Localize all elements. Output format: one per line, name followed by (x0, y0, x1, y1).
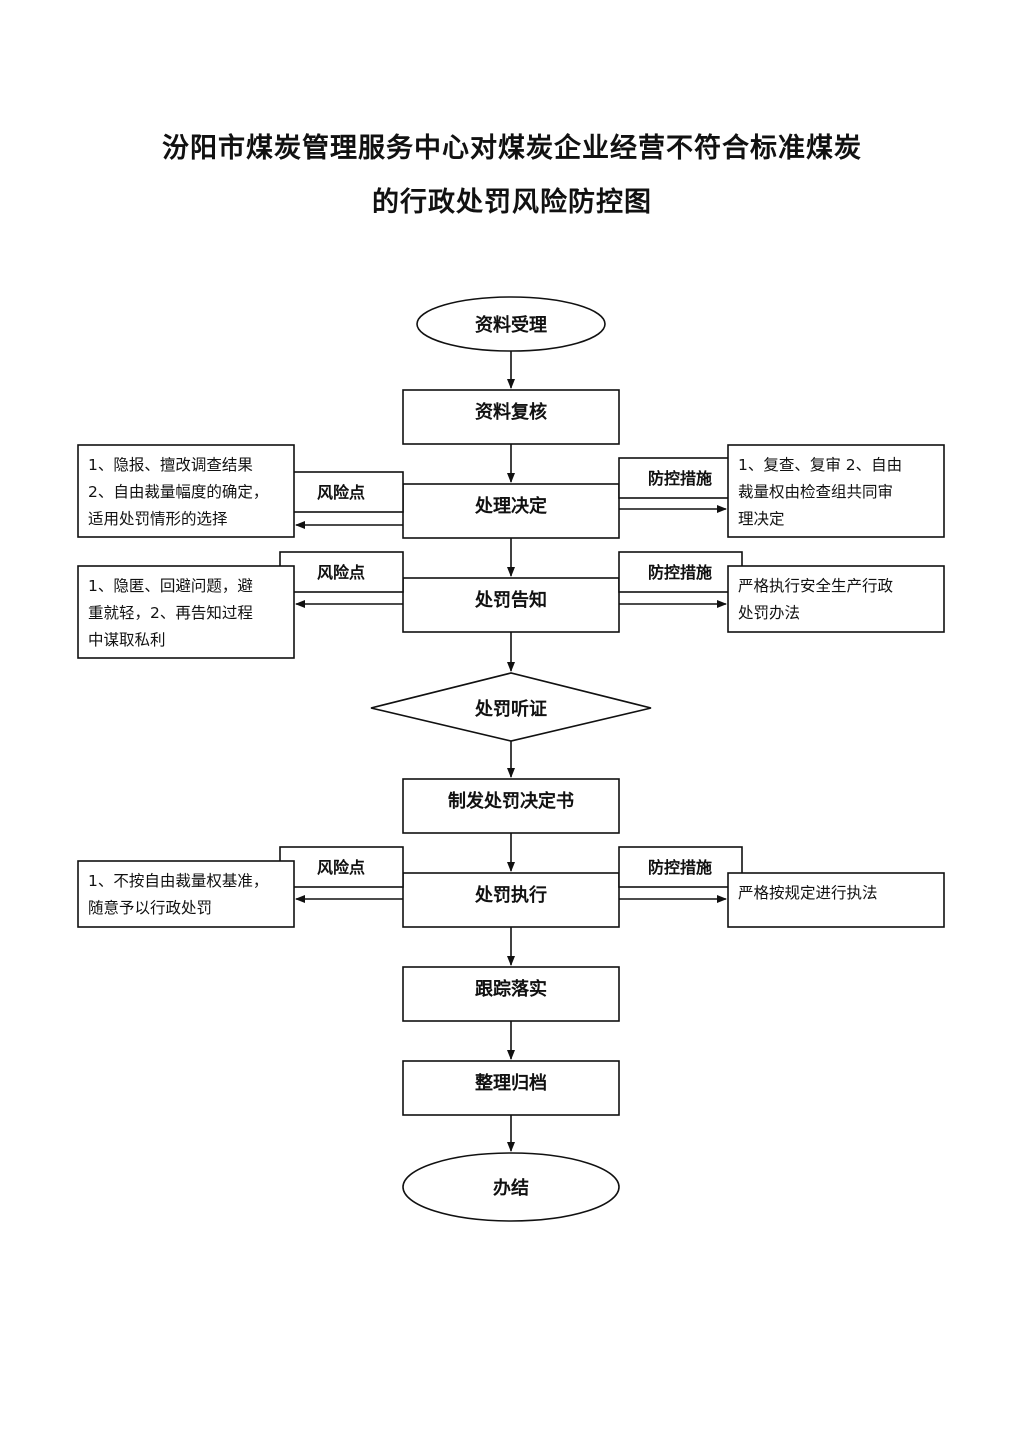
control-tag-decision (618, 457, 743, 499)
risk-note-decision-line: 2、自由裁量幅度的确定， (88, 483, 268, 501)
risk-note-decision-line: 1、隐报、擅改调查结果 (88, 455, 253, 474)
notice-label: 处罚告知 (474, 589, 547, 611)
page-title-line-1: 汾阳市煤炭管理服务中心对煤炭企业经营不符合标准煤炭 (162, 133, 862, 164)
control-note-decision (727, 444, 945, 538)
hearing-label: 处罚听证 (474, 698, 547, 720)
control-note-notice-line: 严格执行安全生产行政 (738, 577, 894, 595)
track-label: 跟踪落实 (475, 978, 547, 1000)
risk-note-execute-line: 随意予以行政处罚 (88, 898, 212, 917)
risk-note-execute-line: 1、不按自由裁量权基准， (88, 872, 268, 890)
risk-note-notice (77, 565, 295, 659)
risk-note-execute (77, 860, 295, 928)
risk-note-decision (77, 444, 295, 538)
control-tag-label: 防控措施 (648, 858, 712, 877)
review-label: 资料复核 (475, 401, 547, 423)
archive-node (402, 1060, 620, 1116)
risk-tag-label: 风险点 (317, 858, 365, 877)
risk-tag-label: 风险点 (317, 483, 365, 502)
risk-tag-decision (279, 471, 404, 513)
control-tag-label: 防控措施 (648, 469, 712, 488)
risk-note-decision-line: 适用处罚情形的选择 (88, 510, 228, 528)
control-note-decision-line: 1、复查、复审 2、自由 (738, 456, 902, 474)
control-note-decision-line: 理决定 (738, 510, 785, 528)
risk-note-notice-line: 1、隐匿、回避问题，避 (88, 577, 253, 595)
risk-tag-notice (279, 551, 404, 593)
page-title-line-2: 的行政处罚风险防控图 (372, 187, 652, 218)
review-node (402, 389, 620, 445)
risk-note-notice-line: 重就轻，2、再告知过程 (88, 604, 253, 622)
control-note-execute-line: 严格按规定进行执法 (738, 884, 878, 902)
control-note-decision-line: 裁量权由检查组共同审 (738, 483, 893, 501)
issue-node (402, 778, 620, 834)
risk-tag-label: 风险点 (317, 563, 365, 582)
track-node (402, 966, 620, 1022)
control-tag-execute (618, 846, 743, 888)
risk-note-notice-line: 中谋取私利 (88, 631, 166, 649)
control-tag-notice (618, 551, 743, 593)
hearing-node (370, 672, 652, 742)
control-note-notice-line: 处罚办法 (738, 604, 800, 622)
control-note-execute (727, 872, 945, 928)
end-label: 办结 (493, 1177, 529, 1199)
execute-node (402, 872, 620, 928)
issue-label: 制发处罚决定书 (448, 790, 574, 812)
control-tag-label: 防控措施 (648, 563, 712, 582)
execute-label: 处罚执行 (474, 884, 547, 906)
decision-label: 处理决定 (474, 495, 547, 517)
start-label: 资料受理 (475, 314, 547, 336)
end-node (402, 1152, 620, 1222)
archive-label: 整理归档 (474, 1072, 547, 1094)
control-note-notice (727, 565, 945, 633)
